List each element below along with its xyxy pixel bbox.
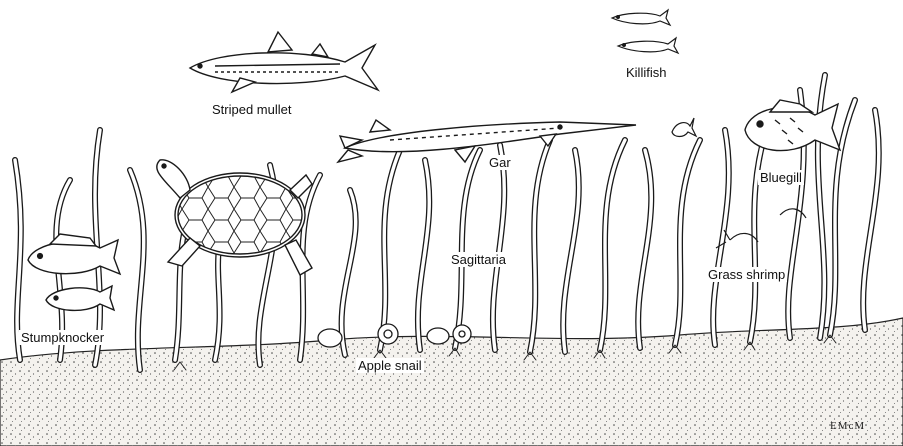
killifish-pair xyxy=(612,10,678,53)
small-fish xyxy=(672,118,696,137)
label-sagittaria: Sagittaria xyxy=(449,252,508,267)
bluegill-fish xyxy=(745,100,840,151)
label-bluegill: Bluegill xyxy=(758,170,804,185)
turtle xyxy=(157,160,312,275)
label-apple-snail: Apple snail xyxy=(356,358,424,373)
sagittaria-plants xyxy=(15,75,879,370)
label-striped-mullet: Striped mullet xyxy=(210,102,293,117)
label-stumpknocker: Stumpknocker xyxy=(19,330,106,345)
label-grass-shrimp: Grass shrimp xyxy=(706,267,787,282)
artist-signature: EMcM xyxy=(830,420,865,432)
label-gar: Gar xyxy=(487,155,513,170)
striped-mullet-fish xyxy=(190,32,378,92)
stumpknocker-fish xyxy=(28,234,120,310)
label-killifish: Killifish xyxy=(624,65,668,80)
